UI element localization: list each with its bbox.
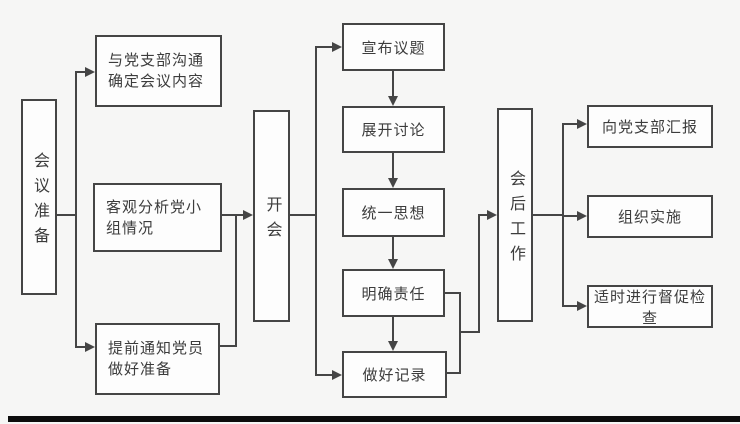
node-step-unify-thinking: 统一思想 <box>342 188 445 237</box>
connector <box>222 214 244 216</box>
connector <box>459 292 461 374</box>
node-step-keep-records: 做好记录 <box>342 351 447 398</box>
arrow-right-icon <box>332 370 342 380</box>
bottom-rule <box>8 416 740 422</box>
arrow-right-icon <box>577 301 587 311</box>
connector <box>459 331 480 333</box>
arrow-down-icon <box>388 96 398 106</box>
connector <box>478 214 488 216</box>
connector <box>315 46 317 376</box>
connector <box>290 214 317 216</box>
connector <box>392 237 394 260</box>
arrow-right-icon <box>577 119 587 129</box>
connector <box>392 71 394 97</box>
arrow-down-icon <box>388 178 398 188</box>
connector <box>75 71 77 348</box>
connector <box>235 215 237 347</box>
node-prep-analyze-group: 客观分析党小组情况 <box>93 183 222 252</box>
node-step-clarify-duty: 明确责任 <box>342 269 445 317</box>
connector <box>562 305 578 307</box>
connector <box>392 317 394 342</box>
arrow-right-icon <box>85 342 95 352</box>
connector <box>562 215 578 217</box>
connector <box>447 372 461 374</box>
node-hold-meeting: 开会 <box>253 110 290 322</box>
arrow-right-icon <box>332 42 342 52</box>
connector <box>75 71 87 73</box>
node-prep-communicate-branch: 与党支部沟通确定会议内容 <box>95 35 222 107</box>
connector <box>562 123 578 125</box>
node-after-report-branch: 向党支部汇报 <box>587 105 713 148</box>
arrow-right-icon <box>487 210 497 220</box>
connector <box>57 214 77 216</box>
arrow-right-icon <box>85 67 95 77</box>
node-step-announce-topics: 宣布议题 <box>342 23 445 71</box>
node-after-meeting-work: 会后工作 <box>497 108 533 322</box>
node-after-supervise-check: 适时进行督促检查 <box>587 285 713 328</box>
connector <box>220 345 237 347</box>
node-step-discussion: 展开讨论 <box>342 106 445 153</box>
connector <box>445 292 461 294</box>
connector <box>315 46 333 48</box>
connector <box>533 214 564 216</box>
arrow-down-icon <box>388 259 398 269</box>
connector <box>315 374 333 376</box>
arrow-down-icon <box>388 341 398 351</box>
node-after-implement: 组织实施 <box>587 195 713 238</box>
connector <box>75 346 87 348</box>
connector <box>392 153 394 179</box>
node-meeting-prep: 会议准备 <box>21 99 57 295</box>
node-prep-notify-members: 提前通知党员做好准备 <box>95 323 220 395</box>
arrow-right-icon <box>577 211 587 221</box>
arrow-right-icon <box>243 210 253 220</box>
connector <box>478 214 480 333</box>
